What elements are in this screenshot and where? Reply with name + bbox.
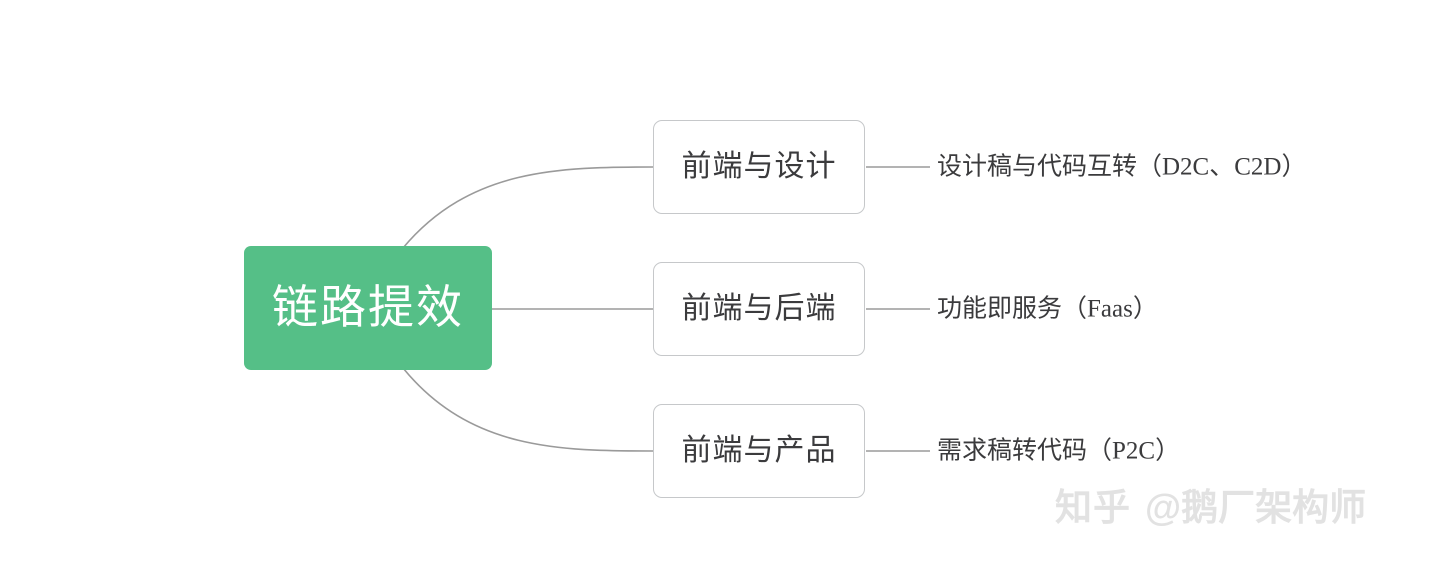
branch-node-3-label: 前端与产品: [681, 434, 837, 467]
zhihu-author-handle: @鹅厂架构师: [1145, 487, 1367, 528]
zhihu-logo-text: 知乎: [1055, 487, 1131, 528]
zhihu-watermark: 知乎 @鹅厂架构师: [1055, 489, 1366, 526]
leaf-node-1: 设计稿与代码互转（D2C、C2D）: [937, 153, 1307, 181]
leaf-node-2: 功能即服务（Faas）: [937, 295, 1158, 323]
leaf-node-3: 需求稿转代码（P2C）: [937, 437, 1181, 465]
root-node-label: 链路提效: [272, 282, 464, 333]
root-node[interactable]: 链路提效: [244, 246, 492, 370]
branch-node-1-label: 前端与设计: [681, 150, 837, 183]
edge-root-to-branch-1: [402, 166, 654, 249]
branch-node-2[interactable]: 前端与后端: [653, 262, 865, 356]
branch-node-1[interactable]: 前端与设计: [653, 120, 865, 214]
branch-node-3[interactable]: 前端与产品: [653, 404, 865, 498]
branch-node-2-label: 前端与后端: [681, 292, 837, 325]
edge-root-to-branch-3: [402, 367, 654, 452]
